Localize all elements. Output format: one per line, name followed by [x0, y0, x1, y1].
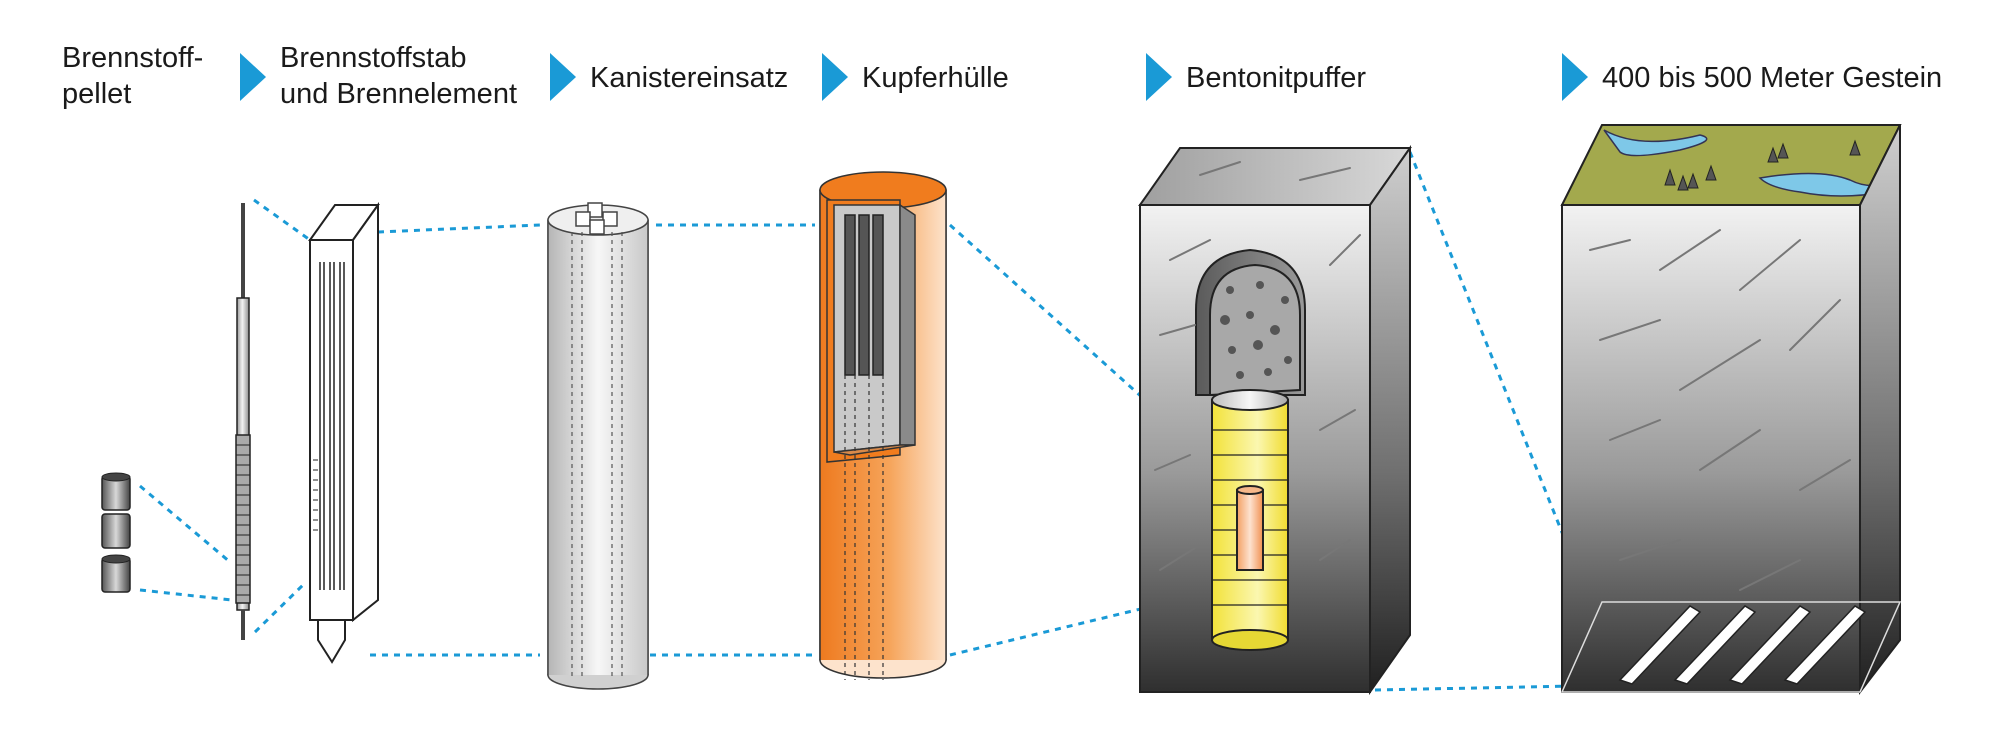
- arrow-right-icon: [822, 53, 848, 101]
- label-copper: Kupferhülle: [862, 62, 1009, 94]
- label-bentonite: Bentonitpuffer: [1186, 62, 1367, 94]
- label-pellet-line2: pellet: [62, 78, 132, 110]
- fuel-rod-icon: [235, 203, 251, 640]
- label-rock: 400 bis 500 Meter Gestein: [1602, 62, 1943, 94]
- label-insert: Kanistereinsatz: [590, 62, 789, 94]
- label-pellet-line1: Brennstoff-: [62, 42, 204, 74]
- arrow-right-icon: [1146, 53, 1172, 101]
- label-rod: Brennstoffstab und Brennelement: [280, 40, 517, 112]
- label-rod-line2: und Brennelement: [280, 78, 517, 110]
- rock-block-icon: [1560, 124, 1902, 695]
- fuel-assembly-icon: [308, 201, 380, 664]
- arrow-right-icon: [550, 53, 576, 101]
- label-pellet: Brennstoff- pellet: [62, 40, 203, 112]
- canister-insert-icon: [547, 202, 649, 690]
- bentonite-block-icon: [1138, 144, 1412, 696]
- label-rod-line1: Brennstoffstab: [280, 42, 467, 74]
- copper-canister-icon: [819, 171, 947, 680]
- disposal-tunnels: [1618, 605, 1867, 685]
- arrow-right-icon: [240, 53, 266, 101]
- fuel-pellet-icon: [101, 472, 131, 593]
- arrow-right-icon: [1562, 53, 1588, 101]
